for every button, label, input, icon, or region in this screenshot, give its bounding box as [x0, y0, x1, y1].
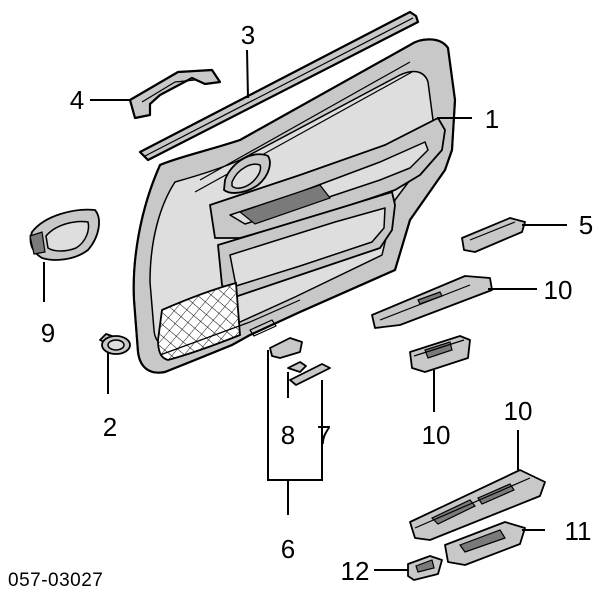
callout-9: 9 [41, 318, 55, 348]
bracket-part [128, 68, 222, 120]
courtesy-lamp-part [461, 217, 526, 253]
door-lock-switch-part [407, 555, 443, 581]
callout-5: 5 [579, 210, 593, 240]
callout-11-upper: 10 [422, 420, 451, 450]
power-window-switch-upper-part [409, 335, 471, 373]
callout-12: 12 [341, 556, 370, 586]
callout-labels: 3 4 1 5 10 9 2 8 7 10 10 6 11 12 [41, 20, 593, 586]
callout-11-lower: 11 [565, 516, 592, 546]
callout-8: 8 [281, 420, 295, 450]
callout-1: 1 [485, 104, 499, 134]
weatherstrip-part [138, 10, 420, 162]
callout-4: 4 [70, 85, 84, 115]
small-clips-part [269, 337, 331, 386]
leader-3 [246, 49, 249, 99]
part-number-label: 057-03027 [8, 570, 103, 591]
leader-7-8 [267, 350, 323, 481]
power-window-switch-lower-part [444, 521, 526, 566]
inside-handle-part [29, 208, 100, 261]
callout-10-upper: 10 [544, 275, 573, 305]
callout-7: 7 [317, 420, 331, 450]
switch-panel-lower-part [409, 469, 546, 541]
door-trim-panel-part [132, 38, 457, 374]
callout-10-lower: 10 [504, 396, 533, 426]
callout-3: 3 [241, 20, 255, 50]
clip-part [99, 333, 131, 355]
callout-2: 2 [103, 412, 117, 442]
leader-lines [43, 49, 567, 571]
switch-panel-upper-part [371, 275, 493, 329]
callout-6: 6 [281, 534, 295, 564]
